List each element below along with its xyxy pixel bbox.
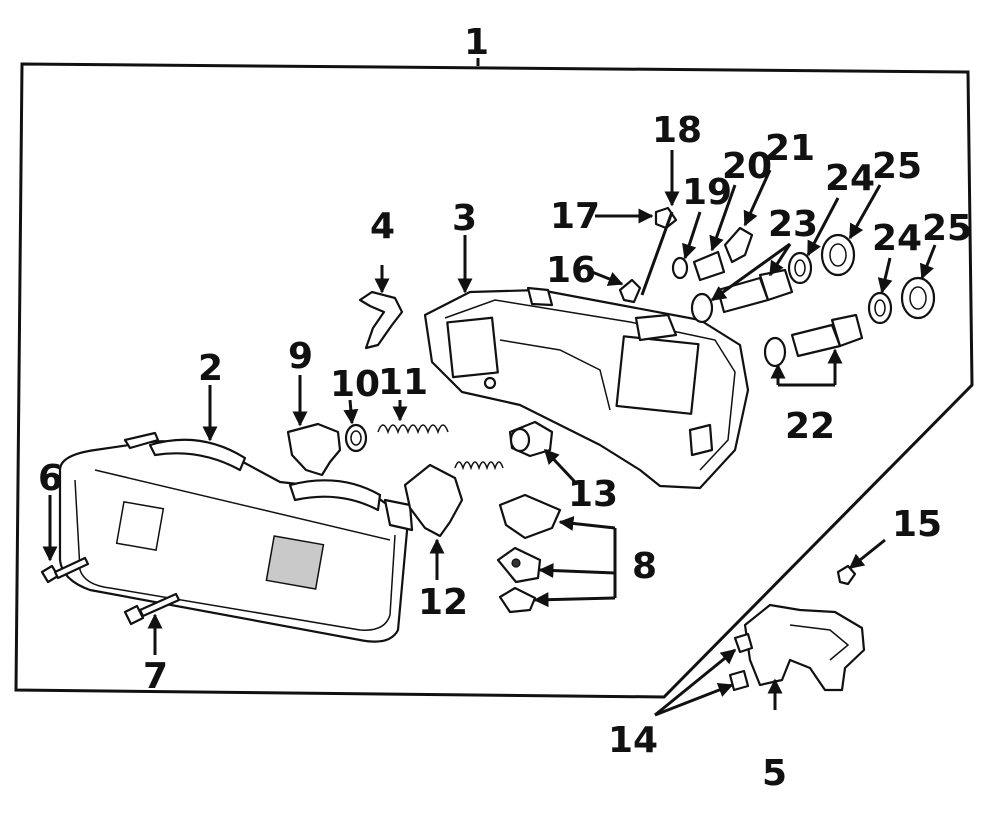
callout-19: 19: [682, 172, 732, 213]
ring-part-24-lower: [867, 291, 893, 325]
callout-20: 20: [722, 146, 772, 187]
callout-18: 18: [652, 110, 702, 151]
callout-13: 13: [568, 474, 618, 515]
clip-part-15: [836, 564, 857, 586]
rod-part-18: [640, 211, 674, 296]
nut-part-10: [344, 423, 368, 453]
callout-23: 23: [768, 204, 818, 245]
headlamp-lens-part: [58, 431, 414, 643]
callout-14: 14: [608, 720, 658, 761]
callout-8: 8: [632, 546, 657, 587]
callout-16: 16: [546, 250, 596, 291]
nuts-part-14: [728, 632, 754, 692]
callout-15: 15: [892, 504, 942, 545]
callout-5: 5: [762, 753, 787, 794]
callout-17: 17: [550, 196, 600, 237]
pivot-part-12: [403, 463, 464, 538]
washer-part-19: [671, 256, 689, 280]
callout-3: 3: [452, 198, 477, 239]
callout-25-lower: 25: [922, 208, 972, 249]
callout-24-lower: 24: [872, 218, 922, 259]
callout-21: 21: [765, 128, 815, 169]
callout-2: 2: [198, 348, 223, 389]
callout-24-upper: 24: [825, 158, 875, 199]
screw-part-6: [40, 556, 90, 584]
ring-part-25-upper: [820, 233, 856, 277]
adjuster-plates-part-8: [496, 493, 562, 614]
callout-1: 1: [464, 22, 489, 63]
spring-lower: [454, 461, 504, 471]
callout-22: 22: [785, 406, 835, 447]
ring-part-24-upper: [787, 251, 813, 285]
ring-part-25-lower: [900, 276, 936, 320]
callout-4: 4: [370, 206, 395, 247]
plate-part-21: [723, 226, 754, 264]
headlamp-housing-part: [423, 286, 750, 490]
leader-lines: [42, 150, 937, 717]
socket-part-22: [763, 313, 864, 368]
assembly-boundary: [14, 62, 974, 699]
callout-25-upper: 25: [872, 146, 922, 187]
mounting-bracket-part-5: [743, 603, 866, 692]
callout-10: 10: [330, 364, 380, 405]
connector-part-20: [692, 250, 726, 282]
callout-12: 12: [418, 582, 468, 623]
screw-part-7: [123, 592, 181, 626]
callout-11: 11: [378, 362, 428, 403]
callout-6: 6: [38, 458, 63, 499]
clip-part-16: [618, 278, 642, 304]
pivot-bracket-part-9: [286, 422, 342, 477]
bracket-part-4: [358, 290, 404, 350]
callout-9: 9: [288, 336, 313, 377]
spring-part-11: [377, 424, 449, 435]
callout-7: 7: [143, 656, 168, 697]
mounting-bracket-part-5-inner: [789, 624, 850, 661]
